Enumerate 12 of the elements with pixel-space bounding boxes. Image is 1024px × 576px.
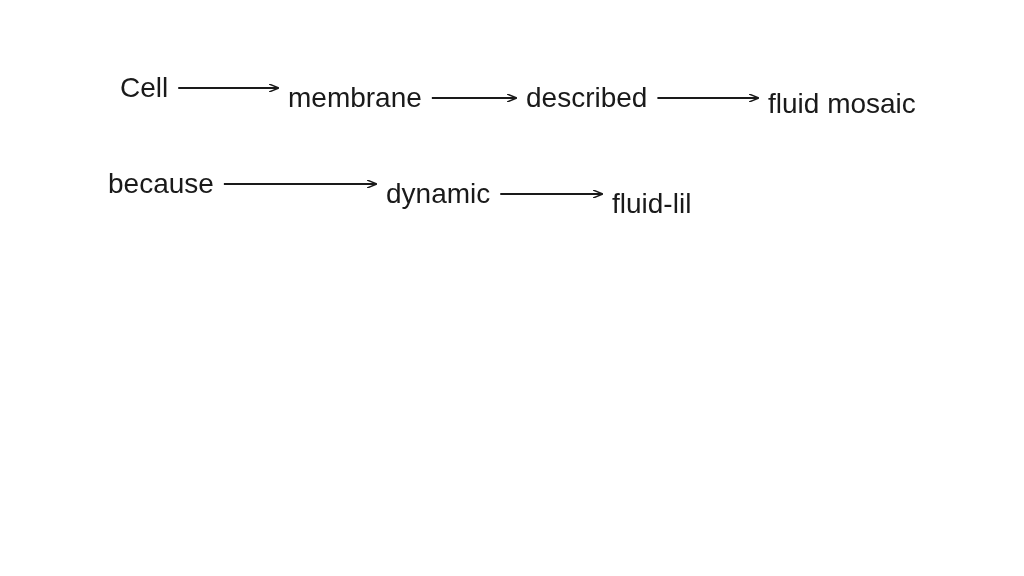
arrow	[499, 189, 604, 199]
arrow	[223, 179, 378, 189]
handwritten-word: fluid-lil	[612, 187, 692, 221]
handwritten-word: because	[108, 167, 214, 201]
arrow	[177, 83, 280, 93]
arrow	[656, 93, 760, 103]
handwritten-word: Cell	[120, 71, 169, 105]
handwritten-word: membrane	[288, 81, 422, 115]
handwritten-word: described	[526, 81, 648, 115]
arrow	[430, 93, 518, 103]
handwritten-word: fluid mosaic	[768, 87, 916, 121]
handwritten-word: dynamic	[386, 177, 491, 211]
